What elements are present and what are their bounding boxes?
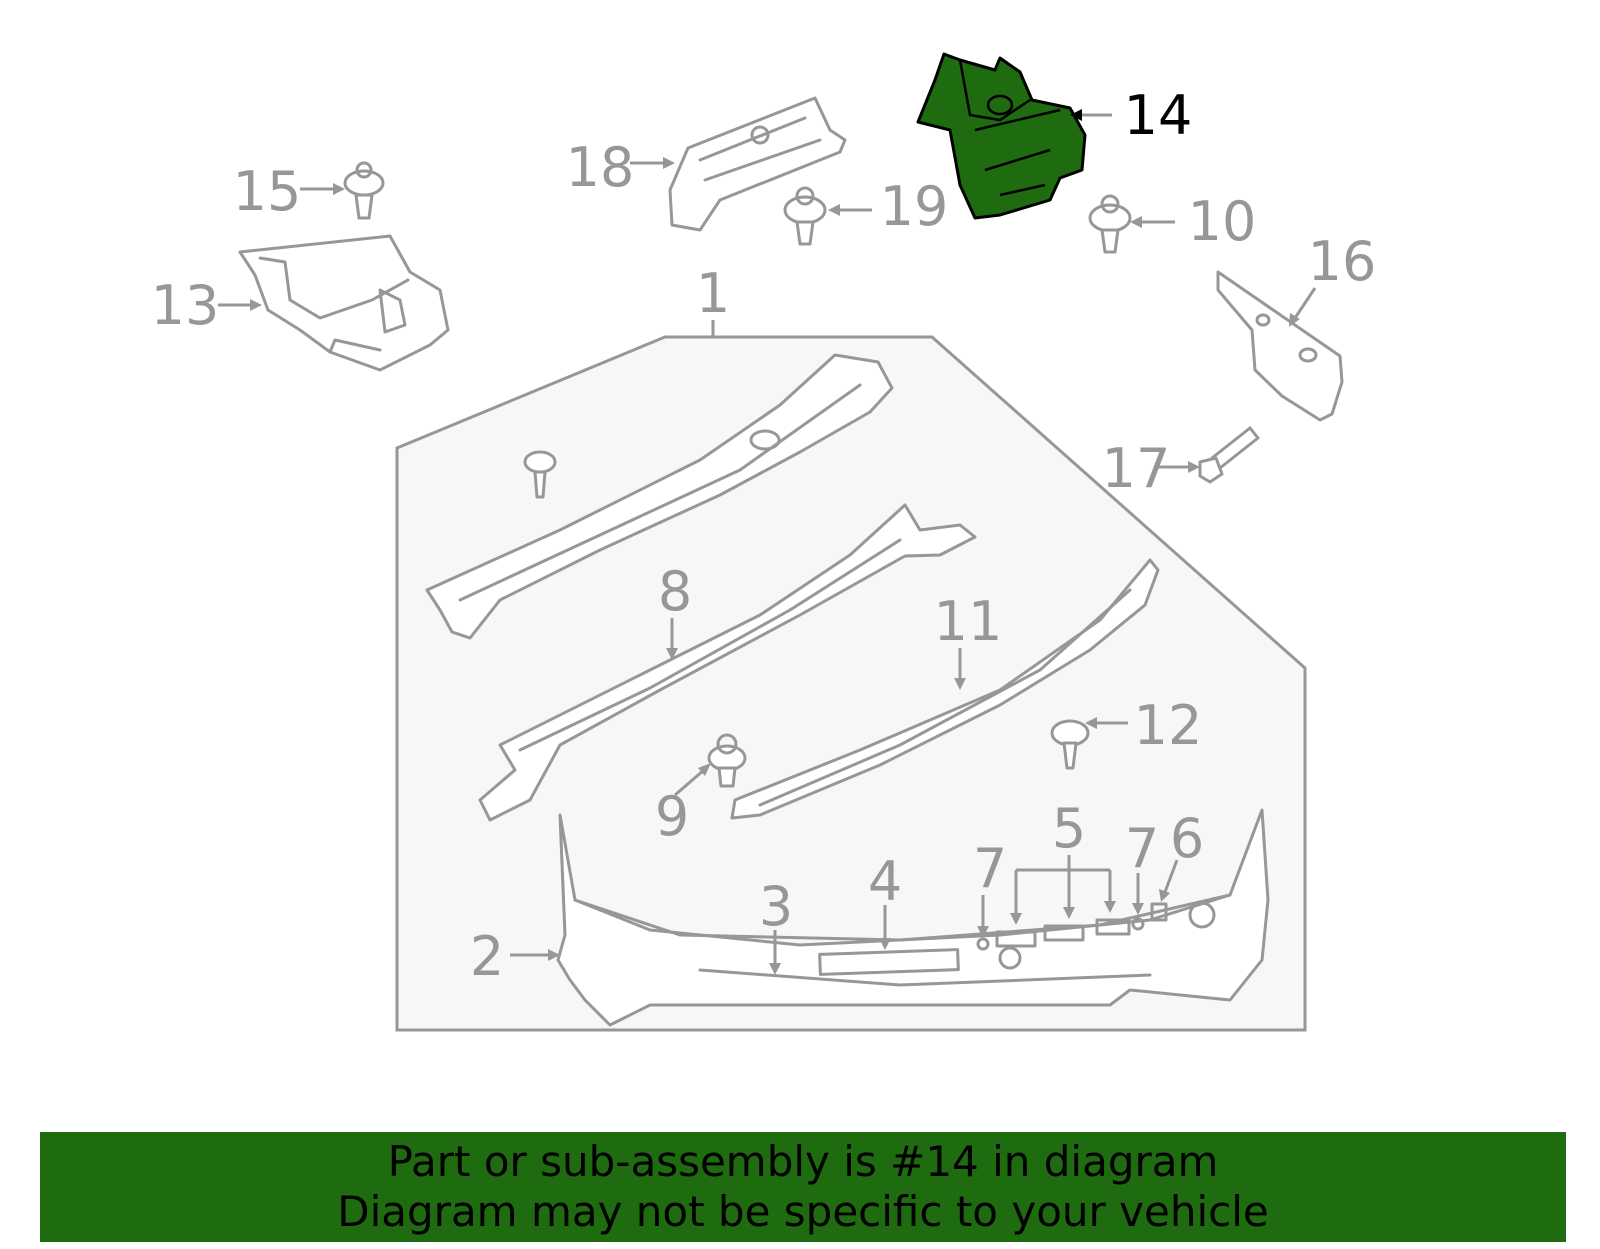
callout-4[interactable]: 4	[868, 850, 902, 913]
part-19-clip[interactable]	[783, 186, 827, 246]
callout-19[interactable]: 19	[880, 175, 949, 238]
leader-lines	[218, 109, 1317, 975]
part-14-highlighted-bracket[interactable]	[916, 52, 1087, 220]
part-11-seal[interactable]	[730, 558, 1160, 820]
part-9-clip[interactable]	[707, 733, 747, 788]
callout-15[interactable]: 15	[233, 160, 302, 223]
callout-8[interactable]: 8	[658, 560, 692, 623]
part-1-cowl-panel[interactable]	[425, 353, 894, 640]
callout-7a[interactable]: 7	[973, 837, 1007, 900]
screw-part-1[interactable]	[523, 450, 557, 499]
banner-line-part: Part or sub-assembly is #14 in diagram	[387, 1137, 1219, 1186]
part-2-cowl-grille[interactable]	[556, 808, 1270, 1027]
callout-12[interactable]: 12	[1134, 694, 1203, 757]
callout-1[interactable]: 1	[696, 262, 730, 325]
callout-5[interactable]: 5	[1052, 797, 1086, 860]
part-10-clip[interactable]	[1088, 194, 1132, 254]
callout-11[interactable]: 11	[934, 590, 1003, 653]
banner-line-disclaimer: Diagram may not be specific to your vehi…	[337, 1187, 1269, 1236]
callout-18[interactable]: 18	[566, 136, 635, 199]
callout-7b[interactable]: 7	[1125, 817, 1159, 880]
callout-6[interactable]: 6	[1170, 807, 1204, 870]
part-18-strip[interactable]	[668, 96, 847, 232]
part-14-shape	[916, 52, 1087, 220]
info-banner: Part or sub-assembly is #14 in diagram D…	[40, 1132, 1566, 1242]
callout-16[interactable]: 16	[1308, 230, 1377, 293]
part-13-bracket[interactable]	[238, 234, 450, 372]
callout-14[interactable]: 14	[1124, 84, 1193, 147]
callout-13[interactable]: 13	[151, 274, 220, 337]
part-12-plug[interactable]	[1050, 719, 1090, 770]
part-16-bracket[interactable]	[1216, 270, 1344, 422]
callout-9[interactable]: 9	[655, 785, 689, 848]
part-8-reinforcement[interactable]	[478, 503, 977, 822]
part-15-clip[interactable]	[343, 161, 385, 220]
callout-3[interactable]: 3	[759, 875, 793, 938]
callout-2[interactable]: 2	[470, 925, 504, 988]
callout-17[interactable]: 17	[1102, 437, 1171, 500]
part-17-bolt[interactable]	[1198, 426, 1260, 484]
callout-10[interactable]: 10	[1188, 190, 1257, 253]
